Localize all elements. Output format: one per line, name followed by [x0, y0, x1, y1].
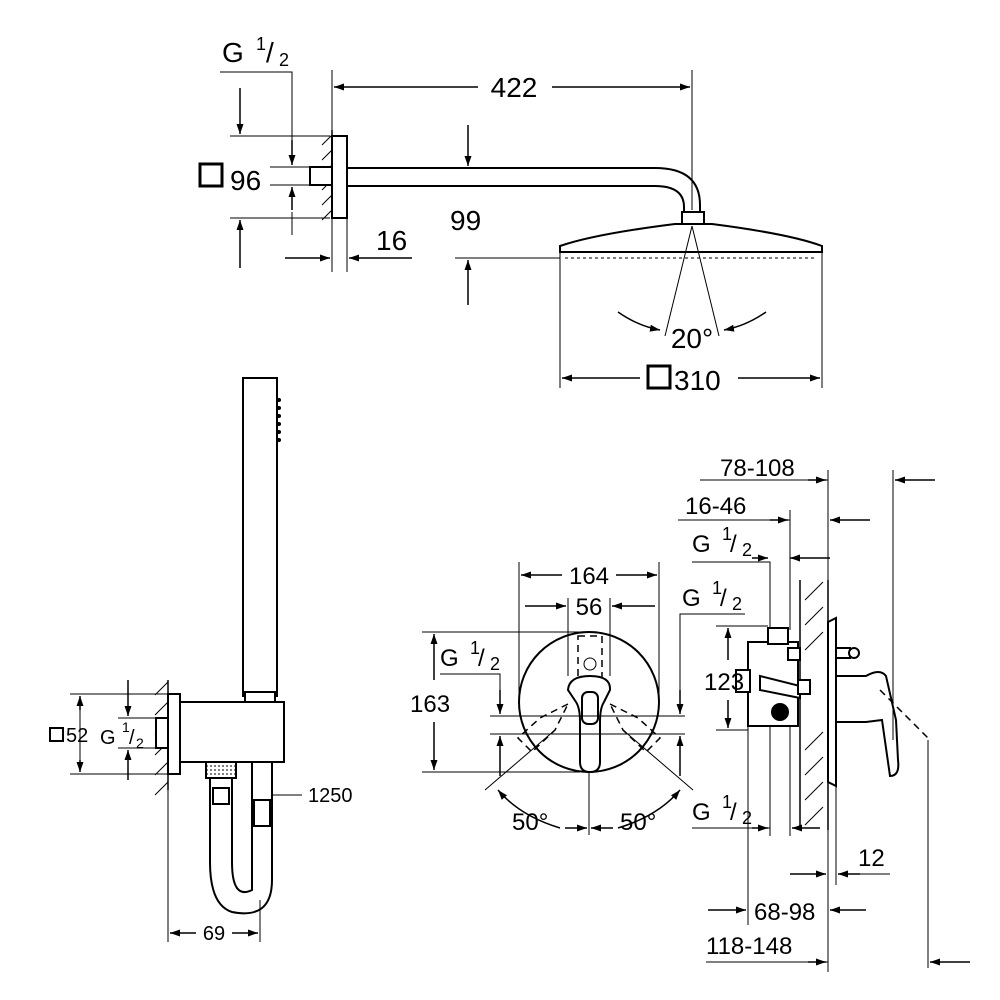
- square-symbol-icon: [646, 364, 672, 390]
- thread-den: 2: [732, 594, 742, 614]
- hand-shower: [242, 377, 278, 697]
- outlet-size-label: 52: [66, 725, 88, 747]
- arm-length-label: 422: [491, 72, 538, 103]
- thread-g: G: [440, 645, 459, 672]
- thread-num: 1: [712, 578, 722, 598]
- square-symbol-icon: [49, 727, 64, 742]
- thread-g: G: [682, 585, 701, 612]
- flange-size-label: 96: [230, 165, 261, 196]
- thread-num: 1: [470, 638, 480, 658]
- plate-width-label: 164: [569, 563, 609, 590]
- arm-drop-label: 99: [450, 205, 481, 236]
- hand-shower-view: 52 G 1 / 2 1250 69: [49, 377, 353, 945]
- thread-den: 2: [279, 50, 289, 70]
- plate-thickness-label: 12: [858, 845, 885, 872]
- thread-num: 1: [722, 792, 732, 812]
- spray-angle-label: 20°: [671, 323, 713, 354]
- shower-holder: [179, 701, 285, 763]
- svg-text:/: /: [720, 585, 727, 612]
- mixer-side-view: 78-108 16-46 G 1 / 2 123 G 1 / 2: [678, 455, 970, 972]
- svg-text:/: /: [129, 727, 135, 749]
- bracket-depth-label: 69: [203, 923, 225, 945]
- shower-head-view: 422 G 1 / 2 96 16 99: [198, 34, 823, 396]
- wall-hatch-mixer: [799, 580, 829, 830]
- mixer-front-view: 164 56 163 G 1 / 2 G 1 / 2: [410, 562, 745, 836]
- install-range-inner-label: 16-46: [685, 493, 746, 520]
- thread-g: G: [100, 727, 116, 749]
- spray-nozzles: [277, 398, 281, 442]
- svg-text:/: /: [478, 645, 485, 672]
- thread-num: 1: [122, 719, 130, 735]
- thread-g: G: [692, 531, 711, 558]
- shower-hose: [209, 761, 273, 915]
- handle-width-label: 56: [576, 594, 603, 621]
- thread-den: 2: [742, 540, 752, 560]
- valve-knob: [771, 703, 789, 721]
- flange-depth-label: 16: [376, 225, 407, 256]
- thread-den: 2: [490, 654, 500, 674]
- thread-g: G: [692, 799, 711, 826]
- depth-range-small-label: 68-98: [754, 899, 815, 926]
- svg-text:/: /: [266, 37, 274, 68]
- thread-den: 2: [742, 808, 752, 828]
- thread-num: 1: [256, 34, 266, 54]
- square-symbol-icon: [198, 162, 224, 188]
- wall-connector: [309, 166, 333, 186]
- shower-arm: [346, 167, 701, 213]
- install-range-outer-label: 78-108: [720, 455, 795, 482]
- svg-text:/: /: [730, 531, 737, 558]
- thread-label-shower: G 1 / 2: [220, 34, 296, 235]
- head-size-label: 310: [674, 365, 721, 396]
- depth-range-large-label: 118-148: [706, 933, 792, 960]
- head-connector: [681, 211, 705, 225]
- cover-plate: [827, 616, 837, 788]
- wall-flange: [331, 135, 348, 219]
- angle-left-label: 50°: [512, 809, 548, 836]
- angle-right-label: 50°: [620, 809, 656, 836]
- wall-outlet: [167, 693, 181, 775]
- hose-length-label: 1250: [308, 785, 353, 807]
- plate-height-label: 163: [410, 691, 450, 718]
- thread-g: G: [222, 37, 244, 68]
- thread-num: 1: [722, 524, 732, 544]
- mixer-lever-side: [835, 671, 900, 778]
- svg-text:/: /: [730, 799, 737, 826]
- body-height-label: 123: [704, 669, 744, 696]
- thread-den: 2: [136, 735, 144, 751]
